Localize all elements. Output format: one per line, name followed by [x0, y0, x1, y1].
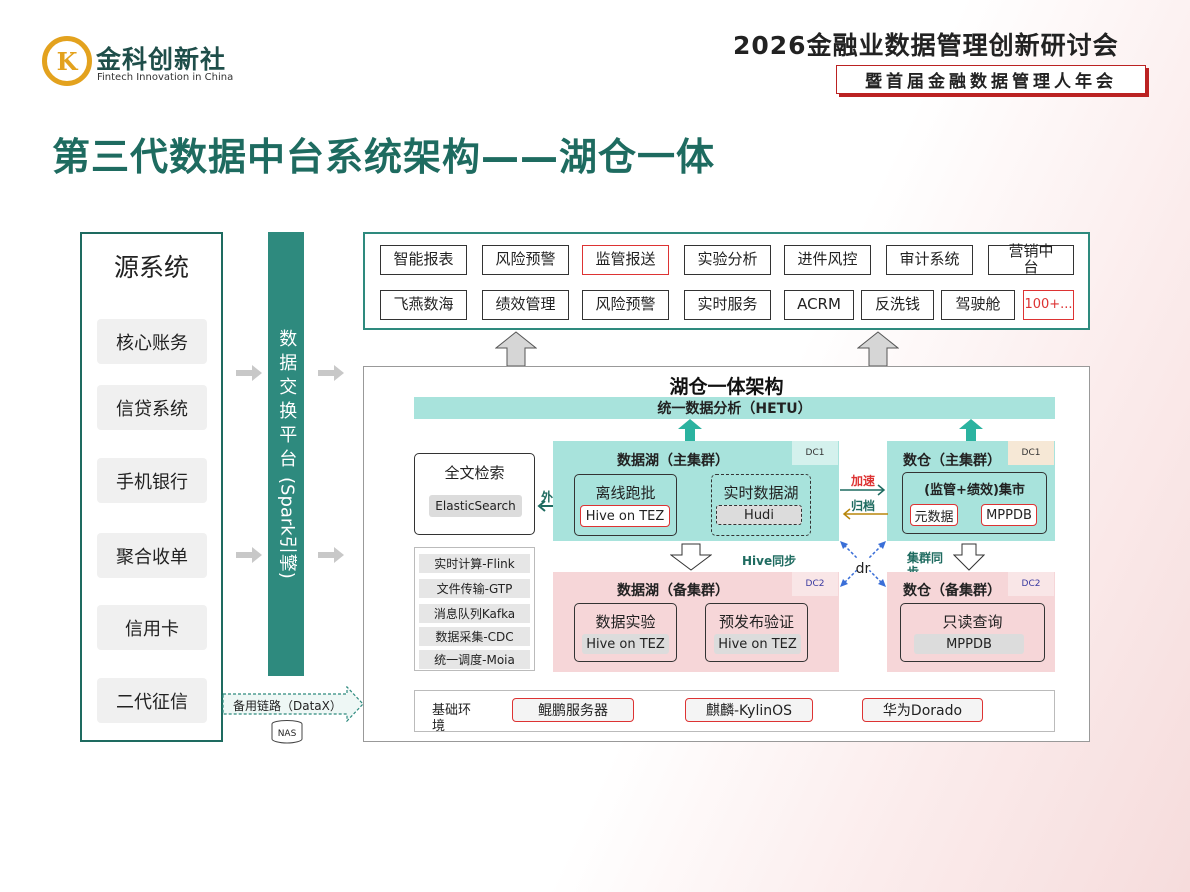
source-item: 信贷系统	[97, 385, 207, 430]
metadata-tag: 元数据	[910, 504, 958, 526]
app-item: 智能报表	[380, 245, 467, 275]
app-item: 审计系统	[886, 245, 973, 275]
app-item: 绩效管理	[482, 290, 569, 320]
hive-on-tez-tag: Hive on TEZ	[580, 505, 670, 527]
dr-label: dr	[855, 561, 871, 577]
logo-name: 金科创新社	[96, 45, 227, 74]
app-item: 驾驶舱	[941, 290, 1015, 320]
app-item: 风险预警	[482, 245, 569, 275]
arrow-down-icon	[670, 543, 712, 571]
exchange-label: 数据交换平台	[276, 329, 298, 474]
tool-item: 文件传输-GTP	[419, 579, 530, 598]
app-item: 反洗钱	[861, 290, 934, 320]
arrow-right-icon	[236, 547, 262, 563]
realtime-lake-box	[711, 474, 811, 536]
base-environment-label: 基础环境	[432, 703, 472, 734]
fulltext-search-title: 全文检索	[444, 464, 505, 482]
exchange-engine: (Spark引擎)	[276, 477, 298, 579]
dc-badge: DC1	[792, 441, 838, 465]
source-item: 聚合收单	[97, 533, 207, 578]
hudi-tag: Hudi	[716, 505, 802, 525]
mppdb-tag: MPPDB	[914, 634, 1024, 654]
nas-label: NAS	[277, 729, 297, 739]
logo-icon: K	[42, 36, 92, 86]
app-item: 进件风控	[784, 245, 871, 275]
source-item: 手机银行	[97, 458, 207, 503]
realtime-lake-title: 实时数据湖	[723, 484, 799, 502]
tool-item: 消息队列Kafka	[419, 604, 530, 623]
source-item: 信用卡	[97, 605, 207, 650]
arrow-up-icon	[495, 331, 537, 367]
arrow-right-icon	[318, 547, 344, 563]
hive-on-tez-tag: Hive on TEZ	[582, 634, 669, 654]
offline-batch-title: 离线跑批	[595, 484, 656, 502]
app-item: 监管报送	[582, 245, 669, 275]
arrow-down-icon	[953, 543, 985, 571]
backup-link-arrow	[222, 686, 364, 722]
readonly-query-title: 只读查询	[942, 613, 1003, 631]
app-item: ACRM	[784, 290, 854, 320]
tool-item: 实时计算-Flink	[419, 554, 530, 573]
app-item: 飞燕数海	[380, 290, 467, 320]
data-lake-backup-title: 数据湖（备集群）	[617, 583, 729, 599]
arrow-right-icon	[318, 365, 344, 381]
arrow-left-icon	[537, 500, 555, 512]
app-item: 实时服务	[684, 290, 771, 320]
arrow-up-icon	[857, 331, 899, 367]
app-item: 营销中台	[988, 243, 1074, 275]
lakehouse-title: 湖仓一体架构	[669, 376, 784, 398]
conference-subtitle: 暨首届金融数据管理人年会	[836, 65, 1146, 94]
nas-storage-icon	[271, 720, 303, 744]
source-item: 二代征信	[97, 678, 207, 723]
data-lake-backup-cluster	[553, 572, 839, 672]
data-experiment-title: 数据实验	[595, 613, 656, 631]
dc-badge: DC1	[1008, 441, 1054, 465]
app-item: 实验分析	[684, 245, 771, 275]
offline-batch-box	[574, 474, 677, 536]
arrow-up-icon	[678, 419, 702, 441]
logo-tagline: Fintech Innovation in China	[97, 72, 234, 83]
hive-on-tez-tag: Hive on TEZ	[714, 634, 801, 654]
elasticsearch-tag: ElasticSearch	[429, 495, 522, 517]
dc-badge: DC2	[792, 572, 838, 596]
tool-item: 数据采集-CDC	[419, 627, 530, 646]
arrow-right-icon	[236, 365, 262, 381]
pre-release-box	[705, 603, 808, 662]
base-item: 华为Dorado	[862, 698, 983, 722]
disaster-recovery-icon	[840, 541, 886, 587]
hive-sync-label: Hive同步	[742, 554, 797, 568]
data-exchange-platform: 数据交换平台 (Spark引擎)	[268, 232, 304, 676]
backup-link-label: 备用链路（DataX）	[233, 699, 342, 713]
tool-item: 统一调度-Moia	[419, 650, 530, 669]
hetu-bar: 统一数据分析（HETU）	[414, 397, 1055, 419]
data-mart-title: (监管+绩效)集市	[924, 483, 1025, 498]
data-warehouse-main-title: 数仓（主集群）	[903, 453, 1001, 469]
accelerate-label: 加速	[851, 474, 876, 488]
source-systems-title: 源系统	[113, 253, 189, 282]
arrow-up-icon	[959, 419, 983, 441]
pre-release-title: 预发布验证	[718, 613, 794, 631]
arrow-left-icon	[842, 508, 888, 520]
data-mart-box	[902, 472, 1047, 534]
arrow-right-icon	[840, 484, 886, 496]
base-item: 鲲鹏服务器	[512, 698, 634, 722]
base-item: 麒麟-KylinOS	[685, 698, 813, 722]
readonly-query-box	[900, 603, 1045, 662]
source-item: 核心账务	[97, 319, 207, 364]
fulltext-search-box	[414, 453, 535, 535]
app-item-more: 100+...	[1023, 290, 1074, 320]
mppdb-tag: MPPDB	[981, 504, 1037, 526]
page-title: 第三代数据中台系统架构——湖仓一体	[52, 135, 716, 179]
app-item: 风险预警	[582, 290, 669, 320]
data-warehouse-backup-title: 数仓（备集群）	[903, 583, 1001, 599]
data-lake-main-title: 数据湖（主集群）	[617, 453, 729, 469]
conference-title: 2026金融业数据管理创新研讨会	[733, 31, 1119, 60]
archive-label: 归档	[851, 499, 876, 513]
dc-badge: DC2	[1008, 572, 1054, 596]
data-experiment-box	[574, 603, 677, 662]
